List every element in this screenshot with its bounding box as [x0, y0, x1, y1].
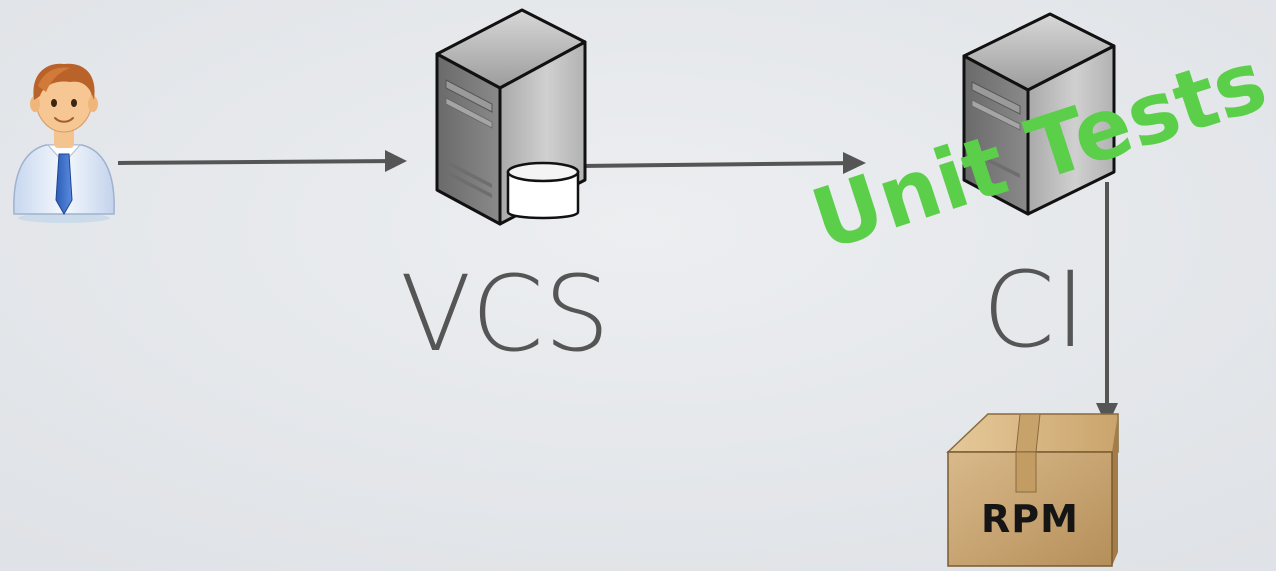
vcs-label: VCS — [400, 253, 610, 375]
rpm-label: RPM — [981, 497, 1079, 541]
package-box-icon: RPM — [946, 413, 1119, 567]
ci-label: CI — [982, 249, 1085, 371]
server-icon — [962, 12, 1116, 216]
arrow-user-to-vcs — [117, 150, 407, 172]
user-icon — [13, 63, 115, 223]
server-with-database-icon — [435, 8, 587, 226]
database-icon — [506, 161, 580, 220]
arrow-vcs-to-ci — [579, 152, 866, 174]
